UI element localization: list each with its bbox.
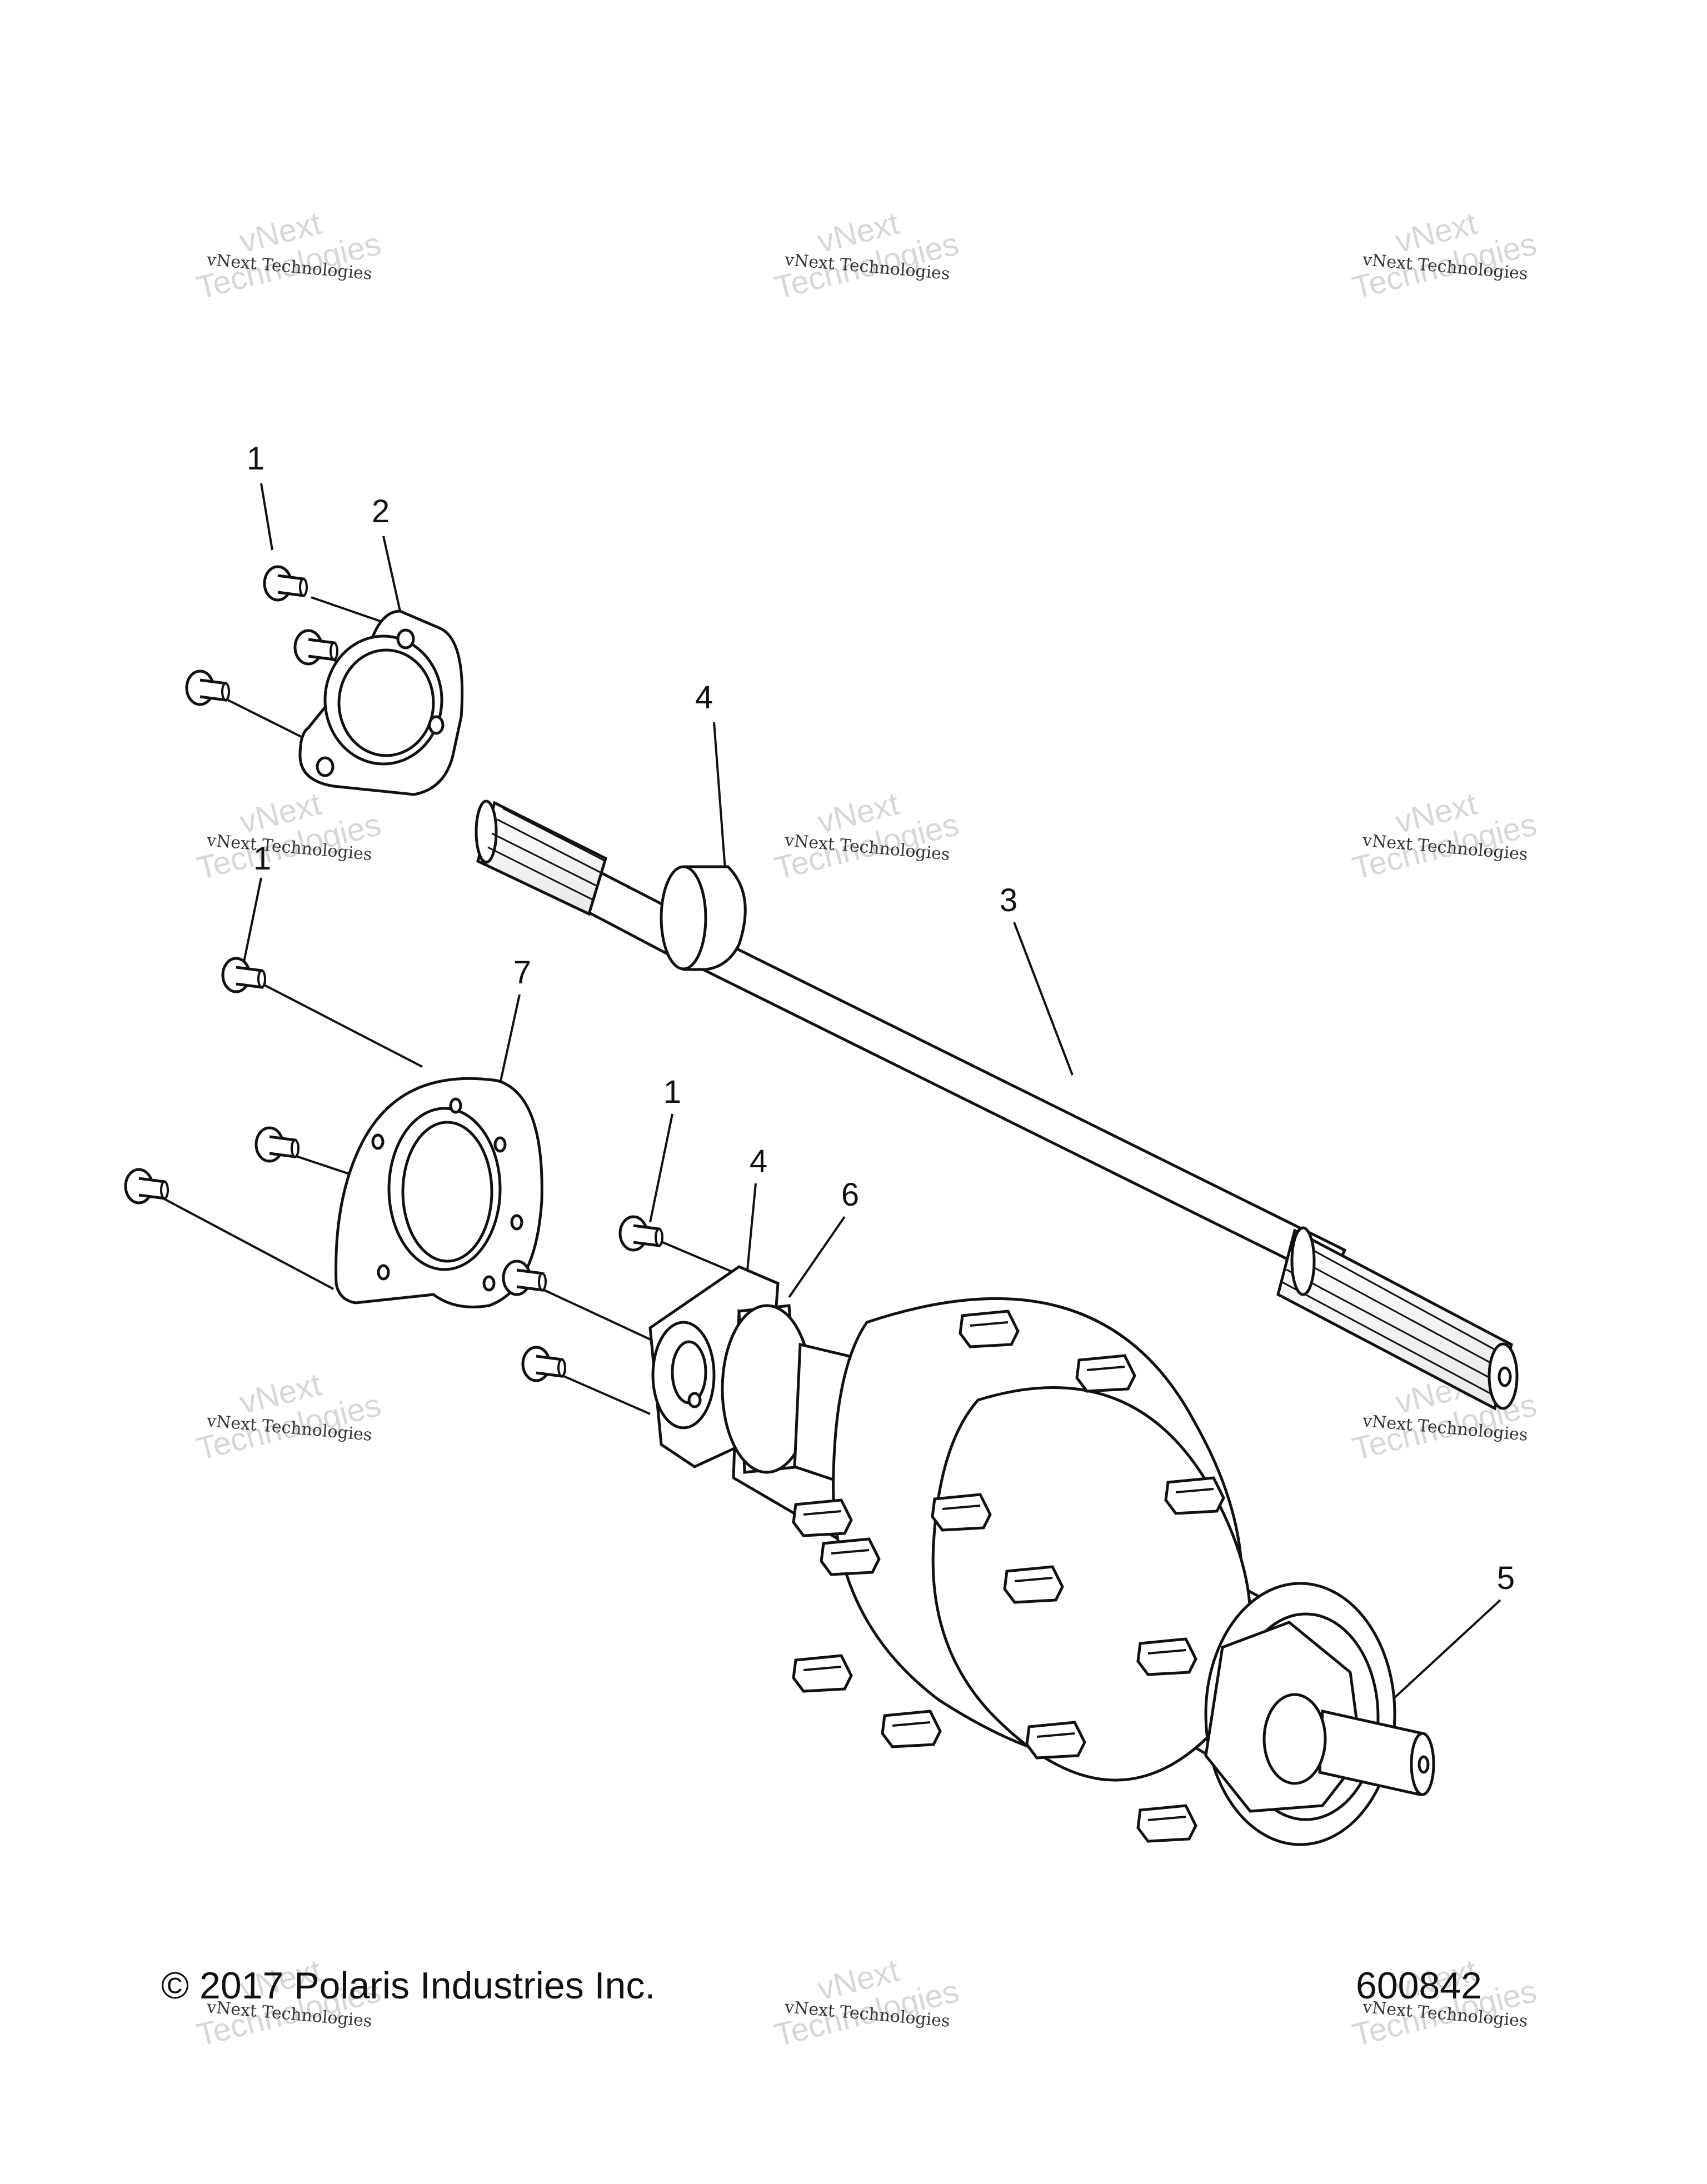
bolt bbox=[126, 1170, 168, 1203]
callout-number: 1 bbox=[253, 841, 271, 877]
watermark: vNext Technologies bbox=[771, 1952, 962, 2053]
alignment-line bbox=[161, 1196, 334, 1290]
callout-number: 1 bbox=[247, 441, 264, 477]
leader-line bbox=[788, 1216, 846, 1298]
leader-line bbox=[1013, 922, 1074, 1076]
bolt bbox=[295, 631, 337, 664]
leader-line bbox=[713, 722, 726, 870]
leader-line bbox=[1391, 1599, 1501, 1701]
leader-line bbox=[499, 994, 521, 1084]
callout-number: 4 bbox=[750, 1143, 767, 1180]
leader-line bbox=[382, 536, 401, 612]
leader-line bbox=[649, 1113, 673, 1223]
watermark: vNext Technologies bbox=[193, 786, 385, 887]
flange-plate-part-2 bbox=[298, 609, 464, 796]
watermark: vNext Technologies bbox=[193, 205, 385, 306]
alignment-line bbox=[261, 982, 423, 1068]
callout-number: 1 bbox=[663, 1074, 681, 1110]
bolt bbox=[503, 1261, 546, 1295]
gear-assembly-part-5 bbox=[648, 1265, 1435, 1846]
callout-number: 2 bbox=[372, 493, 390, 529]
shaft-part-3 bbox=[475, 799, 1519, 1411]
bolt bbox=[256, 1128, 298, 1161]
bolt bbox=[523, 1347, 565, 1381]
watermark: vNext Technologies bbox=[771, 205, 962, 306]
callout-number: 4 bbox=[695, 679, 713, 716]
bolt bbox=[187, 671, 229, 704]
watermark: vNext Technologies bbox=[1349, 786, 1540, 887]
callout-number: 5 bbox=[1497, 1560, 1515, 1596]
callout-labels: 1 2 1 4 3 7 1 4 6 5 bbox=[247, 441, 1515, 1596]
bolt bbox=[223, 958, 265, 992]
bolt bbox=[264, 567, 307, 600]
callout-number: 7 bbox=[513, 954, 531, 991]
watermark: vNext Technologies bbox=[193, 1366, 385, 1467]
bolt bbox=[620, 1217, 662, 1250]
alignment-line bbox=[222, 696, 306, 740]
watermark: vNext Technologies bbox=[771, 786, 962, 887]
callout-number: 6 bbox=[841, 1177, 859, 1213]
leader-line bbox=[260, 483, 273, 551]
flange-plate-part-7 bbox=[335, 1077, 543, 1308]
alignment-line bbox=[541, 1288, 662, 1346]
callout-number: 3 bbox=[1000, 882, 1017, 918]
drawing-number: 600842 bbox=[1356, 1965, 1482, 2007]
alignment-line bbox=[661, 1241, 734, 1273]
alignment-line bbox=[561, 1374, 651, 1415]
watermark: vNext Technologies bbox=[1349, 205, 1540, 306]
copyright-text: © 2017 Polaris Industries Inc. bbox=[161, 1965, 656, 2007]
alignment-line bbox=[311, 596, 384, 623]
